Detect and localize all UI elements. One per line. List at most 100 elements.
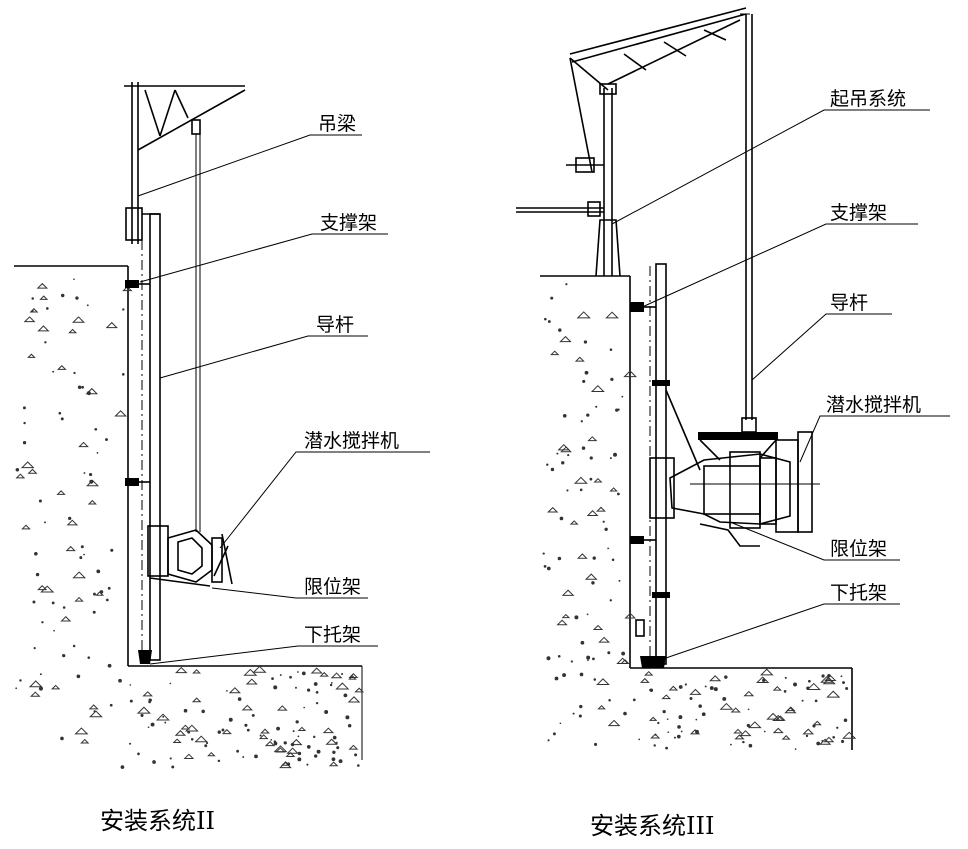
aggregate-mark — [573, 476, 588, 484]
aggregate-mark — [289, 675, 292, 679]
aggregate-mark — [38, 686, 43, 691]
aggregate-mark — [254, 754, 258, 759]
aggregate-mark — [276, 705, 288, 711]
aggregate-mark — [560, 446, 572, 453]
aggregate-mark — [781, 735, 791, 740]
aggregate-mark — [295, 720, 299, 724]
aggregate-mark — [793, 682, 797, 687]
aggregate-mark — [569, 520, 579, 525]
aggregate-mark — [566, 489, 569, 492]
aggregate-mark — [618, 579, 621, 582]
aggregate-mark — [328, 761, 339, 767]
aggregate-mark — [109, 703, 113, 707]
aggregate-mark — [236, 749, 240, 753]
aggregate-mark — [174, 730, 187, 736]
aggregate-mark — [579, 488, 583, 492]
aggregate-mark — [21, 524, 31, 530]
aggregate-mark — [567, 453, 570, 457]
aggregate-mark — [816, 741, 821, 746]
aggregate-mark — [217, 730, 221, 734]
aggregate-mark — [148, 698, 152, 702]
aggregate-mark — [845, 687, 849, 691]
aggregate-mark — [60, 293, 65, 298]
aggregate-mark — [297, 726, 307, 732]
label-limit-frame-left: 限位架 — [304, 576, 361, 598]
aggregate-mark — [724, 675, 728, 679]
aggregate-mark — [152, 760, 156, 764]
aggregate-mark — [595, 405, 598, 408]
aggregate-mark — [56, 490, 66, 495]
aggregate-mark — [747, 721, 762, 729]
aggregate-mark — [743, 690, 755, 697]
aggregate-mark — [695, 729, 699, 734]
aggregate-mark — [701, 712, 706, 717]
guide-rod-left — [125, 213, 161, 664]
aggregate-mark — [562, 673, 567, 678]
aggregate-mark — [226, 690, 228, 692]
label-bottom-bracket-right: 下托架 — [830, 582, 887, 604]
aggregate-mark — [783, 690, 787, 693]
aggregate-mark — [558, 328, 562, 332]
aggregate-mark — [820, 675, 834, 683]
aggregate-mark — [194, 735, 209, 743]
aggregate-mark — [39, 673, 42, 676]
aggregate-mark — [315, 690, 319, 694]
aggregate-mark — [228, 717, 233, 722]
aggregate-mark — [556, 452, 559, 455]
aggregate-mark — [187, 730, 191, 734]
aggregate-mark — [129, 699, 133, 703]
aggregate-mark — [794, 748, 797, 750]
aggregate-mark — [89, 479, 94, 484]
aggregate-mark — [53, 629, 55, 632]
diagram-installation-system-2: 吊梁 支撑架 导杆 潜水搅拌机 限位架 下托架 安装系统II — [14, 82, 430, 835]
aggregate-mark — [772, 714, 785, 722]
aggregate-mark — [172, 738, 182, 744]
aggregate-mark — [722, 696, 727, 701]
aggregate-mark — [183, 753, 195, 759]
leader-lines-left — [137, 134, 430, 665]
concrete-texture-left — [15, 278, 365, 769]
aggregate-mark — [32, 600, 36, 604]
aggregate-mark — [821, 674, 825, 678]
aggregate-mark — [649, 688, 651, 691]
aggregate-mark — [746, 723, 751, 728]
aggregate-mark — [96, 451, 99, 454]
aggregate-mark — [840, 675, 843, 678]
aggregate-mark — [33, 647, 36, 650]
aggregate-mark — [136, 706, 151, 714]
aggregate-mark — [330, 672, 343, 679]
aggregate-mark — [582, 379, 586, 383]
aggregate-mark — [72, 644, 76, 648]
aggregate-mark — [644, 670, 654, 676]
aggregate-mark — [574, 615, 579, 620]
aggregate-mark — [784, 676, 787, 679]
aggregate-mark — [562, 413, 567, 418]
aggregate-mark — [271, 677, 274, 680]
aggregate-mark — [814, 699, 818, 703]
aggregate-mark — [316, 749, 321, 754]
aggregate-mark — [29, 308, 39, 313]
aggregate-mark — [561, 589, 575, 596]
aggregate-mark — [242, 756, 245, 758]
aggregate-mark — [772, 685, 782, 691]
aggregate-mark — [96, 569, 101, 574]
aggregate-mark — [68, 516, 72, 521]
aggregate-mark — [680, 730, 683, 733]
aggregate-mark — [315, 701, 319, 705]
aggregate-mark — [51, 684, 61, 690]
aggregate-mark — [192, 669, 202, 674]
caption-installation-system-2: 安装系统II — [100, 807, 215, 835]
aggregate-mark — [129, 742, 132, 745]
aggregate-mark — [556, 619, 568, 626]
aggregate-mark — [593, 477, 603, 483]
aggregate-mark — [347, 696, 361, 703]
label-bottom-bracket-left: 下托架 — [304, 624, 361, 646]
aggregate-mark — [280, 761, 291, 766]
pit-wall-left — [14, 265, 363, 760]
aggregate-mark — [689, 697, 693, 701]
aggregate-mark — [639, 677, 650, 683]
aggregate-mark — [597, 705, 606, 710]
aggregate-mark — [550, 296, 554, 300]
submersible-mixer-left — [147, 525, 233, 587]
